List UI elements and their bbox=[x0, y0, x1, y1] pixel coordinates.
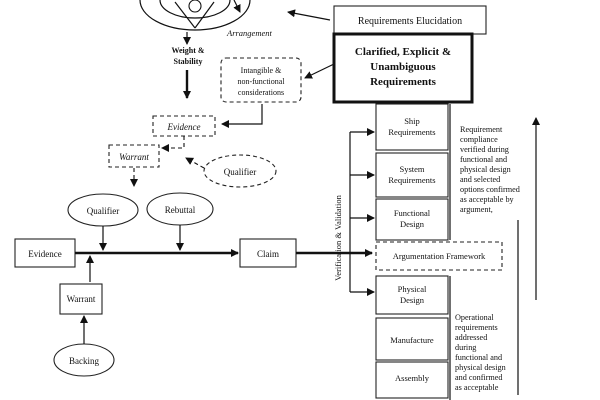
upper-note-line: compliance bbox=[460, 135, 498, 144]
ship-req-line1: Ship bbox=[404, 116, 420, 126]
lower-note-line: and confirmed bbox=[455, 373, 503, 382]
claim-box bbox=[239, 238, 297, 268]
warrant-left-box bbox=[59, 283, 103, 315]
upper-note-line: options confirmed bbox=[460, 185, 520, 194]
argumentation-framework-box bbox=[375, 241, 503, 271]
upper-note-line: Requirement bbox=[460, 125, 503, 134]
lower-note-line: as acceptable bbox=[455, 383, 499, 392]
assembly-box bbox=[375, 361, 449, 399]
upper-note-line: as acceptable by bbox=[460, 195, 515, 204]
qualifier-to-evidence-arrow bbox=[185, 157, 205, 169]
manufacture-label: Manufacture bbox=[390, 335, 434, 345]
lower-note-line: Operational bbox=[455, 313, 494, 322]
upper-note-line: and selected bbox=[460, 175, 500, 184]
weight-stability-line2: Stability bbox=[174, 57, 203, 66]
clarified-requirements-box bbox=[332, 32, 474, 104]
intangible-line3: considerations bbox=[238, 88, 284, 97]
lower-note-line: addressed bbox=[455, 333, 487, 342]
lower-note-line: functional and bbox=[455, 353, 502, 362]
upper-note-line: argument, bbox=[460, 205, 493, 214]
system-req-line2: Requirements bbox=[388, 175, 435, 185]
functional-design-box bbox=[375, 198, 449, 241]
arrangement-label: Arrangement bbox=[226, 28, 272, 38]
elucidation-to-wheel-arrow bbox=[287, 9, 331, 21]
lower-note-line: physical design bbox=[455, 363, 506, 372]
evidence-top-label: Evidence bbox=[167, 122, 201, 132]
intangible-line1: Intangible & bbox=[241, 66, 282, 75]
ship-req-line2: Requirements bbox=[388, 127, 435, 137]
system-req-line1: System bbox=[399, 164, 424, 174]
lower-note-line: requirements bbox=[455, 323, 498, 332]
upper-note: Requirement compliance verified during f… bbox=[460, 125, 520, 214]
clarified-line2: Unambiguous bbox=[370, 61, 436, 73]
arrangement-wheel bbox=[139, 0, 251, 31]
claim-label: Claim bbox=[257, 249, 279, 259]
intangible-line2: non-functional bbox=[237, 77, 285, 86]
ship-requirements-box bbox=[375, 103, 449, 151]
evidence-left-label: Evidence bbox=[28, 249, 61, 259]
physical-design-line1: Physical bbox=[398, 284, 427, 294]
rebuttal-label: Rebuttal bbox=[165, 205, 196, 215]
clarified-line3: Requirements bbox=[370, 76, 437, 88]
weight-stability-line1: Weight & bbox=[171, 46, 204, 55]
argumentation-framework-label: Argumentation Framework bbox=[393, 251, 486, 261]
manufacture-box bbox=[375, 317, 449, 361]
system-requirements-box bbox=[375, 152, 449, 198]
verification-validation-label: Verification & Validation bbox=[333, 194, 343, 281]
lower-note: Operational requirements addressed durin… bbox=[455, 313, 506, 392]
functional-design-line1: Functional bbox=[394, 208, 431, 218]
qualifier-left-label: Qualifier bbox=[87, 206, 119, 216]
warrant-left-label: Warrant bbox=[67, 294, 96, 304]
assembly-label: Assembly bbox=[395, 373, 430, 383]
physical-design-box bbox=[375, 275, 449, 315]
upper-note-line: verified during bbox=[460, 145, 509, 154]
intangible-to-evidence-arrow bbox=[221, 104, 263, 128]
warrant-top-label: Warrant bbox=[119, 152, 149, 162]
backing-label: Backing bbox=[69, 356, 99, 366]
upper-note-line: physical design bbox=[460, 165, 511, 174]
intangible-box bbox=[220, 57, 302, 103]
qualifier-dashed-ellipse bbox=[203, 154, 277, 188]
requirements-elucidation-label: Requirements Elucidation bbox=[358, 16, 462, 27]
clarified-line1: Clarified, Explicit & bbox=[355, 46, 451, 58]
upper-note-line: functional and bbox=[460, 155, 507, 164]
functional-design-line2: Design bbox=[400, 219, 425, 229]
lower-note-line: during bbox=[455, 343, 476, 352]
evidence-to-warrant-arrow bbox=[161, 136, 185, 152]
warrant-top-box bbox=[108, 144, 160, 168]
physical-design-line2: Design bbox=[400, 295, 425, 305]
qualifier-right-label: Qualifier bbox=[224, 167, 256, 177]
clarified-to-intangible-arrow bbox=[304, 63, 335, 79]
